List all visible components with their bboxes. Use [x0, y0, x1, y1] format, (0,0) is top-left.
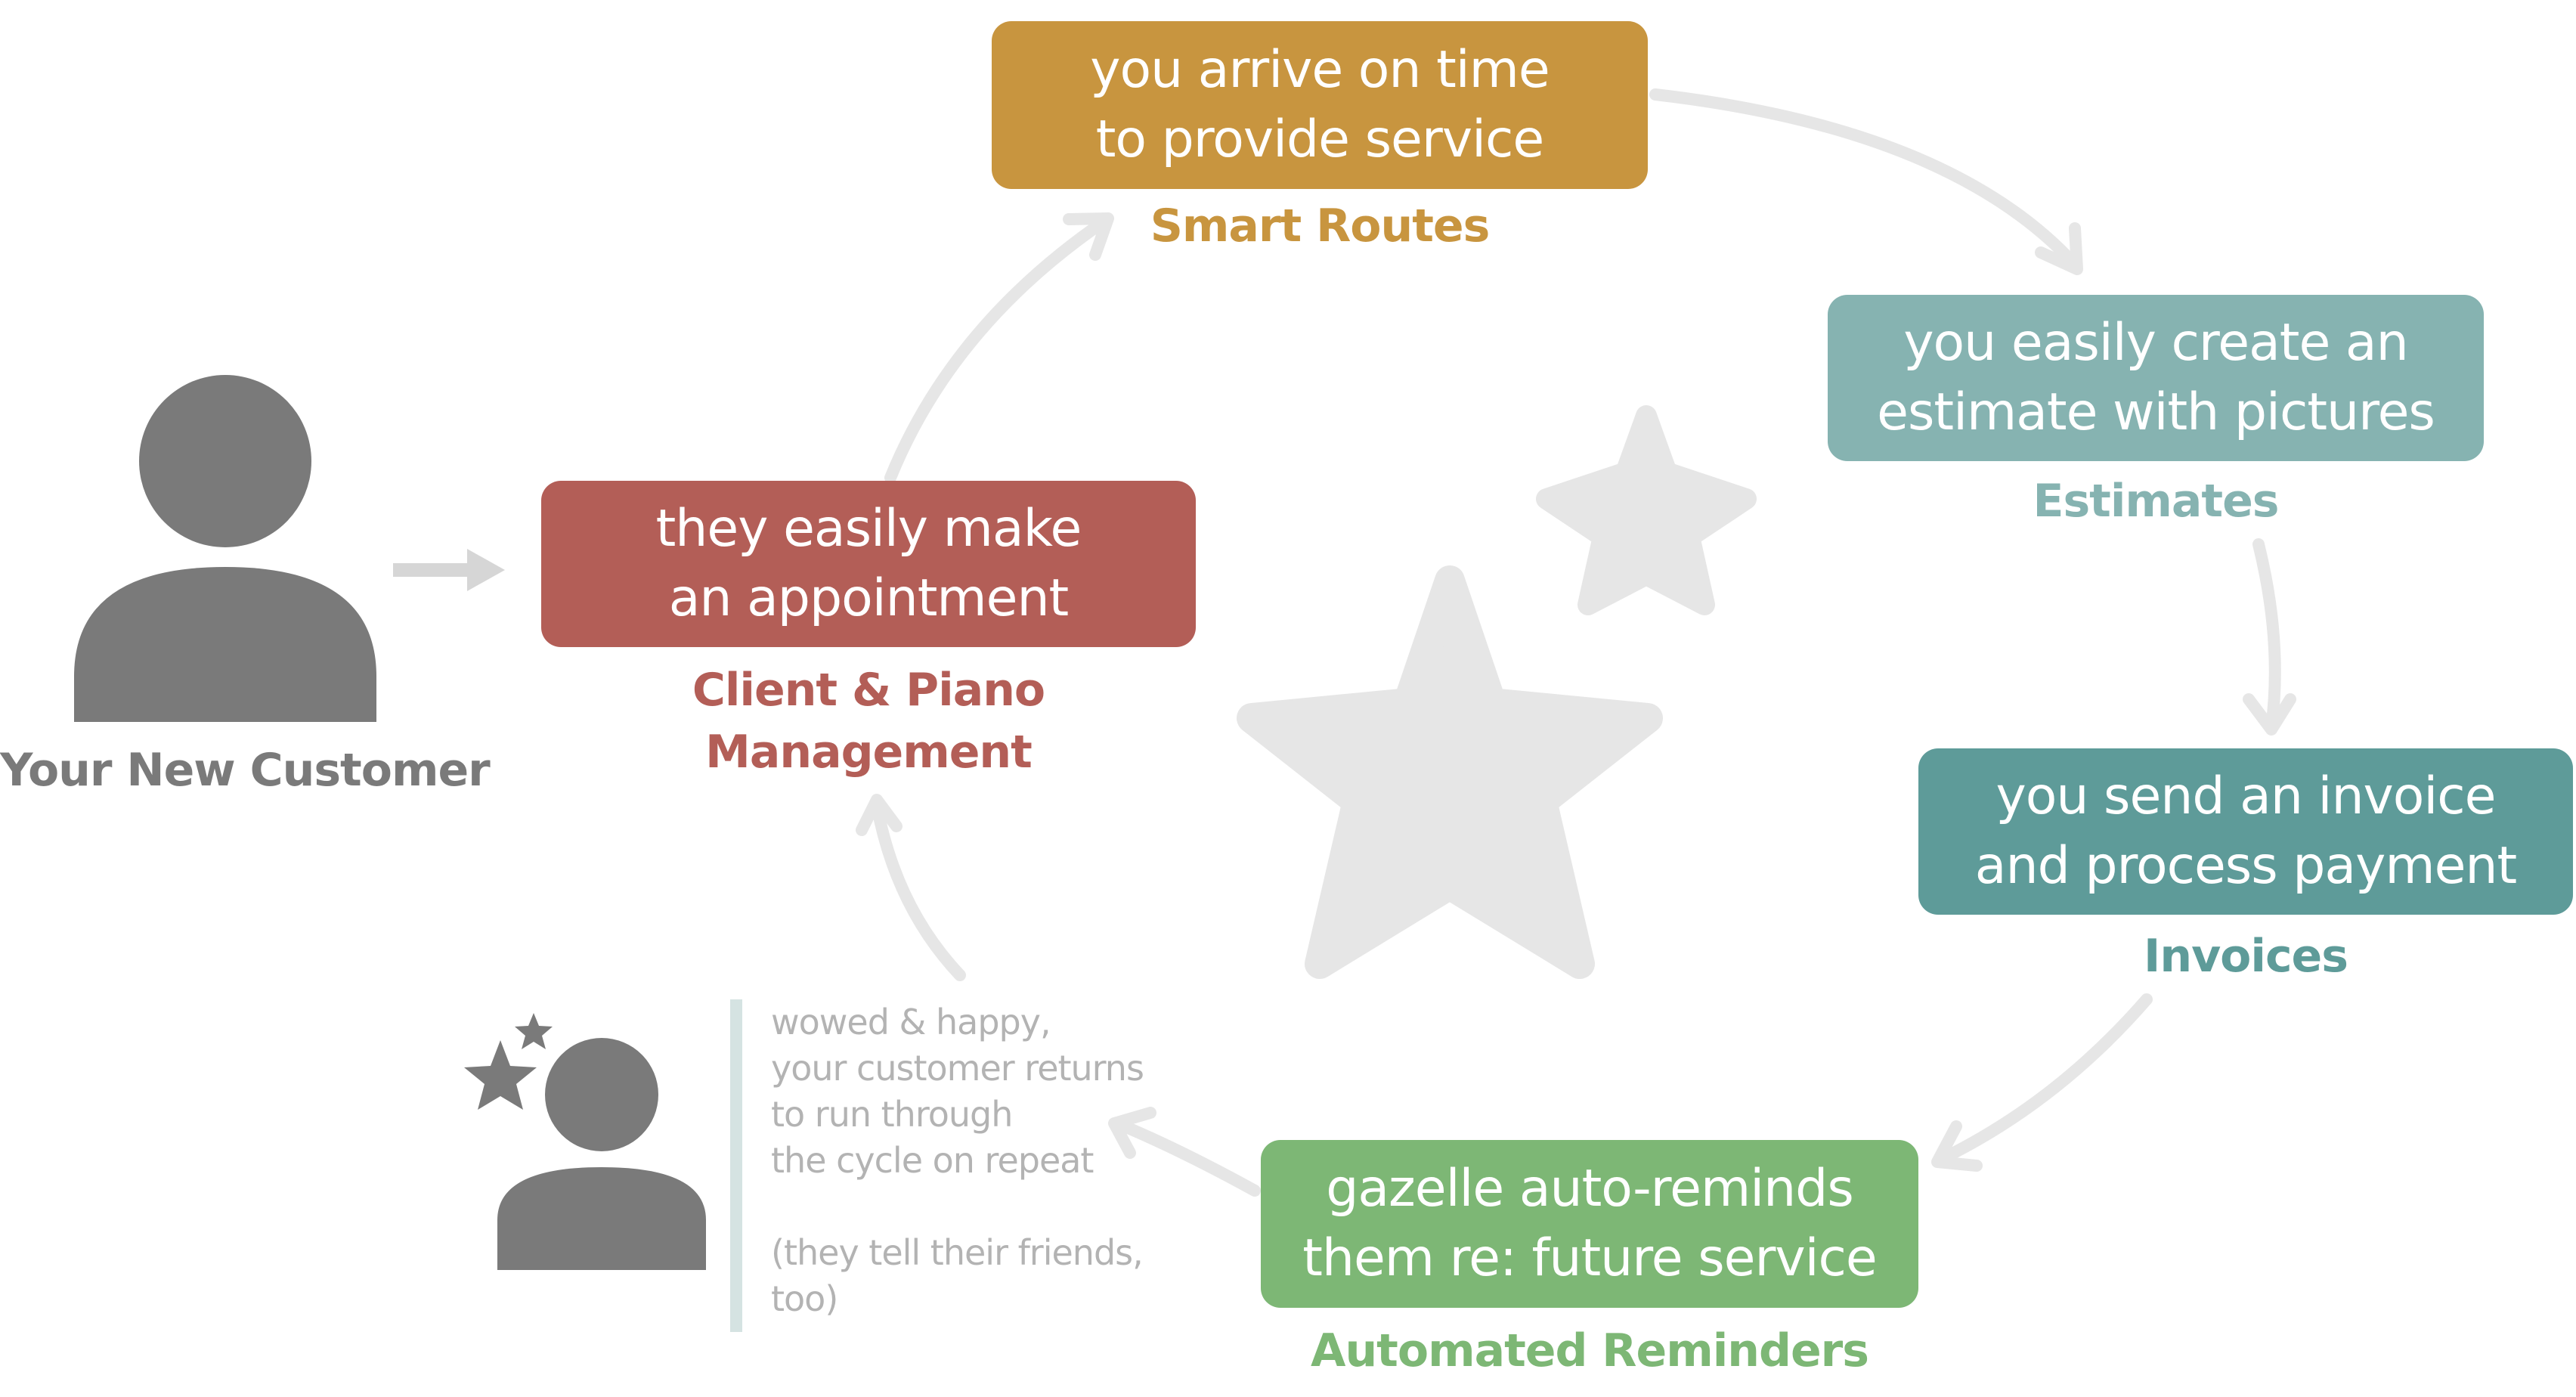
note-line: (they tell their friends, [771, 1232, 1144, 1273]
step-caption-schedule: Client & Piano Management [541, 659, 1196, 783]
arrowhead-route [1063, 212, 1114, 261]
step-box-schedule: they easily make an appointment [541, 481, 1196, 647]
note-line: wowed & happy, [771, 1002, 1051, 1042]
step-text-line: you arrive on time [1090, 40, 1550, 100]
arrow-estimate-to-invoice [2252, 538, 2281, 733]
step-caption-invoice: Invoices [1918, 925, 2573, 987]
step-caption-route: Smart Routes [992, 195, 1648, 257]
large-star-icon [1237, 565, 1663, 979]
caption-line: Client & Piano [692, 664, 1045, 717]
arrowhead-reminder [1931, 1120, 1983, 1172]
step-text-line: gazelle auto-reminds [1326, 1159, 1854, 1219]
arrow-note-to-schedule [871, 799, 966, 981]
caption-line: Invoices [2144, 930, 2348, 983]
arrowhead-note [1108, 1107, 1156, 1159]
step-caption-estimate: Estimates [1828, 470, 2484, 532]
step-text-line: and process payment [1974, 836, 2517, 896]
caption-line: Management [705, 726, 1033, 779]
happy-person-with-stars-icon [464, 1013, 706, 1270]
step-text-line: to provide service [1095, 110, 1544, 169]
step-box-reminder: gazelle auto-reminds them re: future ser… [1261, 1140, 1918, 1308]
caption-line: Estimates [2033, 475, 2279, 528]
arrow-route-to-estimate [1649, 88, 2081, 271]
arrow-invoice-to-reminder [1933, 993, 2153, 1166]
step-text-line: they easily make [655, 499, 1082, 559]
entry-arrow [393, 549, 505, 591]
step-text-line: them re: future service [1302, 1228, 1878, 1288]
note-line: to run through [771, 1094, 1013, 1135]
small-star-icon [1536, 405, 1757, 615]
note-divider-bar [730, 999, 742, 1332]
star-icon [515, 1013, 553, 1049]
new-customer-label: Your New Customer [0, 744, 491, 797]
arrow-schedule-to-route [884, 215, 1111, 484]
arrowhead-schedule [856, 794, 903, 836]
arrowhead-estimate [2035, 222, 2083, 275]
step-text-line: you easily create an [1903, 313, 2408, 373]
step-caption-reminder: Automated Reminders [1261, 1320, 1918, 1382]
cycle-arrows [856, 88, 2296, 1197]
arrow-reminder-to-note [1111, 1117, 1261, 1197]
step-text-line: you send an invoice [1995, 767, 2496, 826]
step-box-route: you arrive on time to provide service [992, 21, 1648, 189]
caption-line: Automated Reminders [1311, 1324, 1869, 1377]
person-icon [74, 375, 376, 722]
note-spacer [771, 1184, 1194, 1230]
return-note: wowed & happy, your customer returns to … [771, 999, 1194, 1322]
star-icon [464, 1040, 537, 1110]
caption-line: Smart Routes [1150, 200, 1491, 252]
step-text-line: estimate with pictures [1877, 383, 2435, 442]
step-box-invoice: you send an invoice and process payment [1918, 748, 2573, 915]
note-line: your customer returns [771, 1048, 1144, 1089]
note-line: the cycle on repeat [771, 1140, 1094, 1181]
arrowhead-invoice [2243, 693, 2296, 736]
step-text-line: an appointment [668, 568, 1069, 628]
step-box-estimate: you easily create an estimate with pictu… [1828, 295, 2484, 461]
note-line: too) [771, 1278, 838, 1319]
